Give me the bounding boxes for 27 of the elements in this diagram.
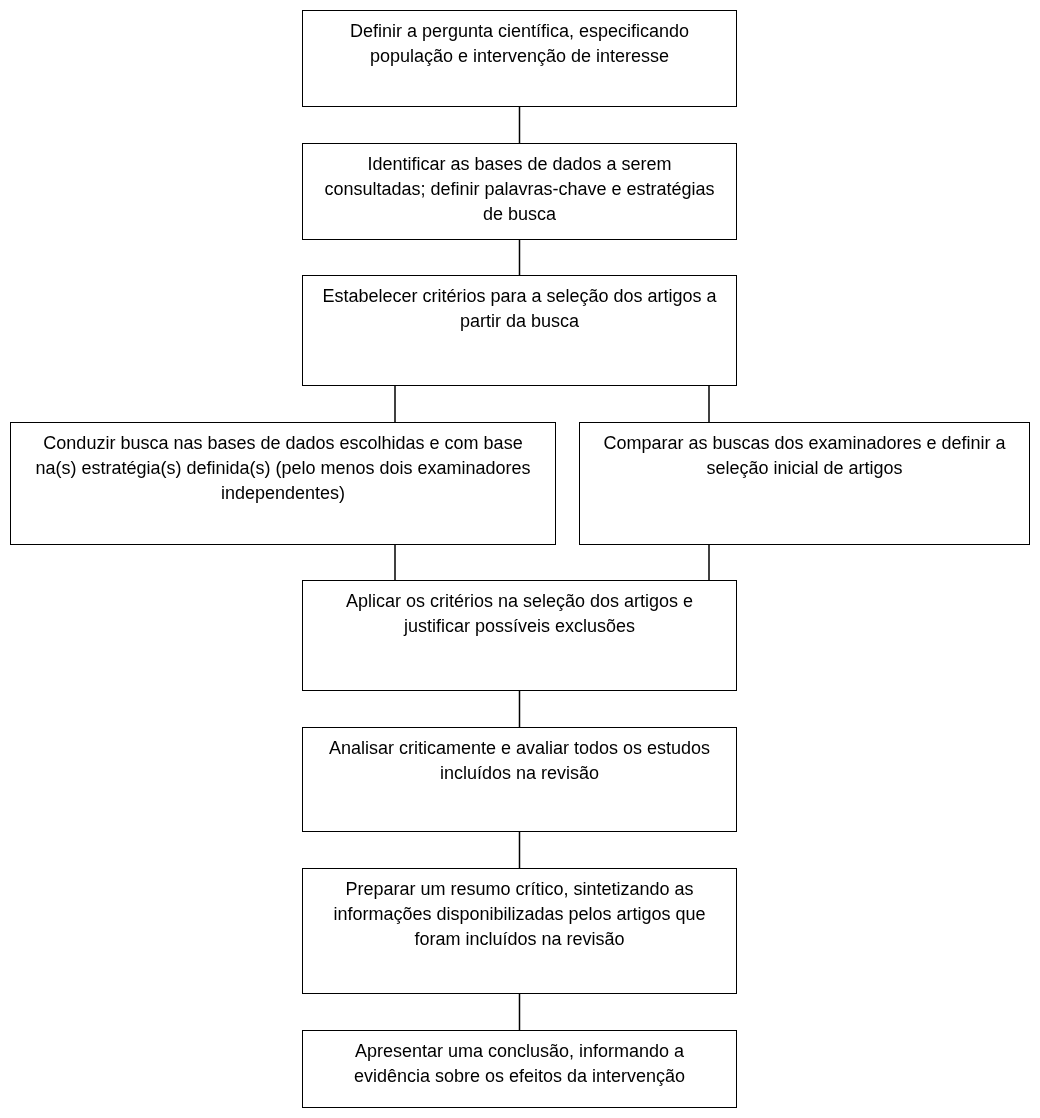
connector-line: [518, 239, 521, 276]
process-box: [10, 422, 556, 545]
step-text: Definir a pergunta científica, especificando população e intervenção de interesse: [348, 20, 691, 68]
connector-line: [394, 544, 396, 581]
process-box: [579, 422, 1030, 545]
step-text: Identificar as bases de dados a serem consultadas; definir palavras-chave e estratégias de busca: [323, 153, 716, 226]
process-box: [302, 275, 737, 386]
step-text: Comparar as buscas dos examinadores e definir a seleção inicial de artigos: [602, 432, 1007, 480]
step-text: Analisar criticamente e avaliar todos os estudos incluídos na revisão: [327, 737, 712, 785]
process-box: [302, 143, 737, 240]
connector-line: [394, 385, 396, 423]
step-text: Preparar um resumo crítico, sintetizando as informações disponibilizadas pelos artigos que foram incluídos na revisão: [332, 878, 707, 951]
connector-line: [708, 544, 710, 581]
connector-line: [518, 106, 521, 144]
process-box: [302, 10, 737, 107]
step-text: Aplicar os critérios na seleção dos artigos e justificar possíveis exclusões: [344, 590, 695, 638]
process-box: [302, 1030, 737, 1108]
connector-line: [518, 993, 521, 1031]
step-text: Apresentar uma conclusão, informando a evidência sobre os efeitos da intervenção: [352, 1040, 687, 1088]
process-box: [302, 868, 737, 994]
connector-line: [708, 385, 710, 423]
process-box: [302, 580, 737, 691]
connector-line: [518, 690, 521, 728]
connector-line: [518, 831, 521, 869]
step-text: Conduzir busca nas bases de dados escolhidas e com base na(s) estratégia(s) definida(s) (pelo menos dois examinadores independentes): [34, 432, 532, 505]
step-text: Estabelecer critérios para a seleção dos artigos a partir da busca: [321, 285, 718, 333]
process-box: [302, 727, 737, 832]
